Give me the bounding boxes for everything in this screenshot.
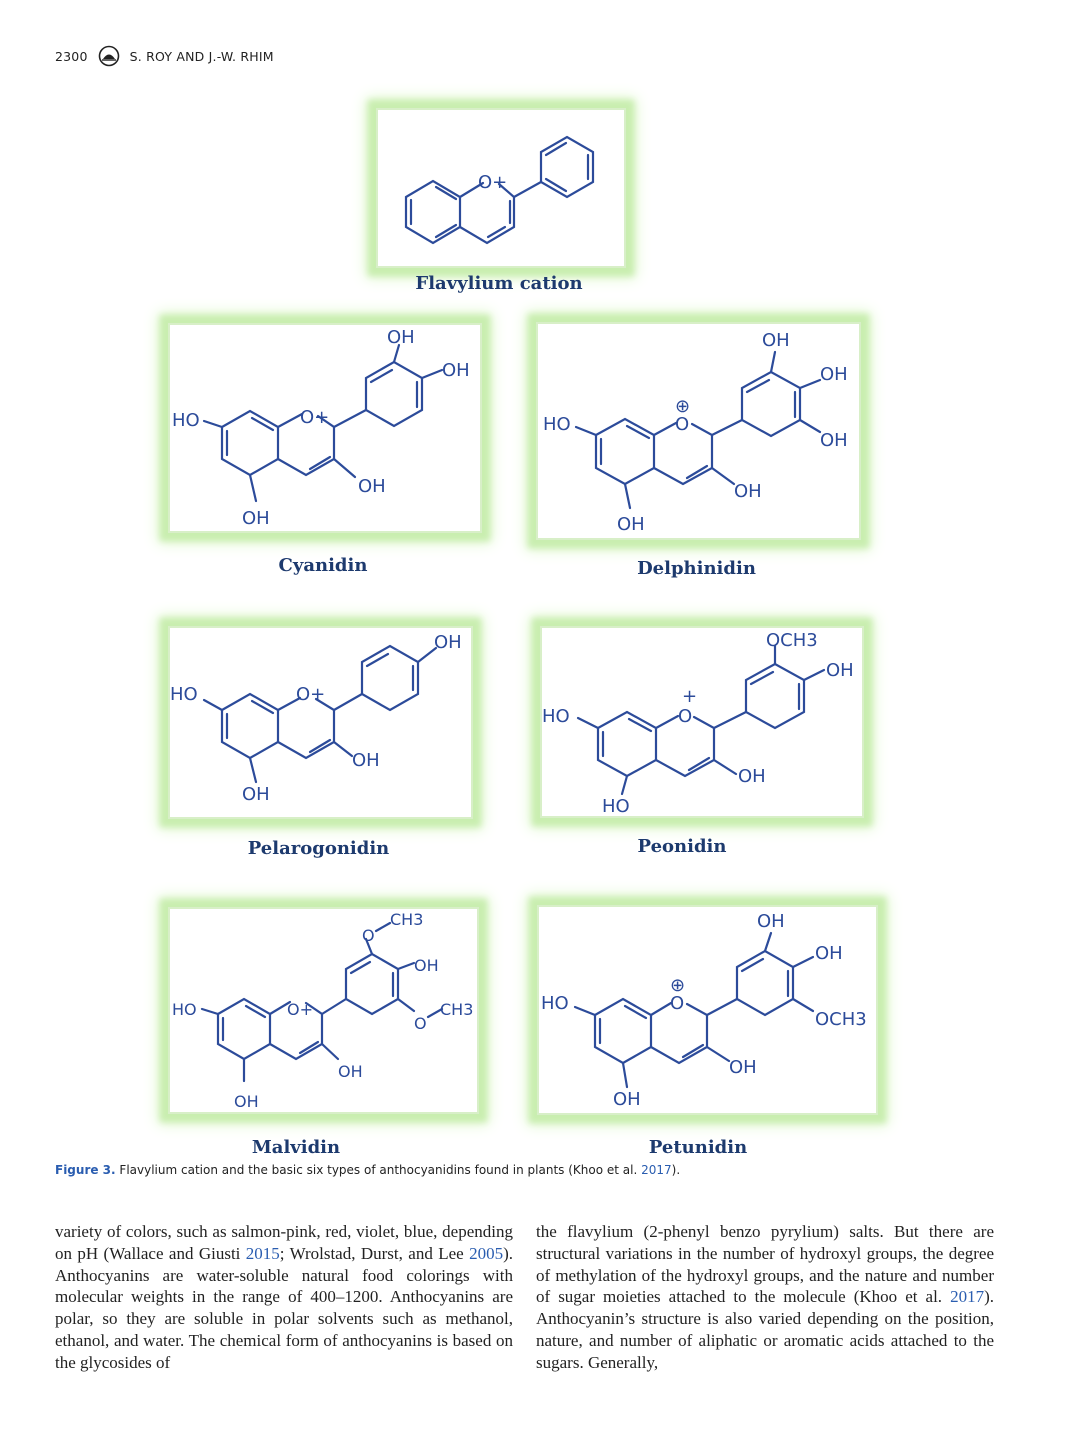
pelarogonidin-panel: HO OH OH OH O+ bbox=[168, 626, 473, 819]
publisher-logo-icon bbox=[98, 45, 119, 67]
petunidin-panel: HO OH OH OCH3 OH OH O ⊕ bbox=[537, 905, 878, 1115]
petunidin-structure: HO OH OH OCH3 OH OH O ⊕ bbox=[541, 911, 867, 1110]
delphinidin-oh-mid-label: OH bbox=[820, 364, 848, 385]
figure-caption-cite-year[interactable]: 2017 bbox=[641, 1163, 672, 1177]
malvidin-o-label: O+ bbox=[287, 1000, 313, 1019]
malvidin-panel: HO CH3 O OH O CH3 OH OH O+ bbox=[168, 907, 479, 1114]
body-paragraph-left: variety of colors, such as salmon-pink, … bbox=[55, 1221, 513, 1374]
delphinidin-oh-low-label: OH bbox=[820, 430, 848, 451]
pelarogonidin-oh-5-label: OH bbox=[242, 784, 270, 805]
running-head: 2300 S. ROY AND J.-W. RHIM bbox=[55, 45, 274, 67]
petunidin-och3-label: OCH3 bbox=[815, 1009, 867, 1030]
cyanidin-label: Cyanidin bbox=[278, 555, 368, 576]
peonidin-ho-5-label: HO bbox=[602, 796, 630, 817]
body-text: ). Anthocyanin’s structure is also varie… bbox=[536, 1287, 994, 1372]
citation-link[interactable]: 2005 bbox=[469, 1243, 504, 1263]
citation-link[interactable]: 2015 bbox=[245, 1243, 280, 1263]
cyanidin-o-label: O+ bbox=[300, 407, 329, 428]
petunidin-oh-3-label: OH bbox=[729, 1057, 757, 1078]
figure-caption-text: Flavylium cation and the basic six types… bbox=[119, 1163, 573, 1177]
delphinidin-structure: HO OH OH OH OH OH O ⊕ bbox=[543, 330, 848, 535]
peonidin-oh-right-label: OH bbox=[826, 660, 854, 681]
body-text: the flavylium (2-phenyl benzo pyrylium) … bbox=[536, 1222, 994, 1307]
flavylium-o-label: O+ bbox=[478, 172, 507, 193]
delphinidin-label: Delphinidin bbox=[637, 558, 756, 579]
body-paragraph-right: the flavylium (2-phenyl benzo pyrylium) … bbox=[536, 1221, 994, 1374]
petunidin-oh-mid-label: OH bbox=[815, 943, 843, 964]
cyanidin-panel: HO OH OH OH OH O+ bbox=[168, 323, 482, 533]
malvidin-structure: HO CH3 O OH O CH3 OH OH O+ bbox=[172, 910, 473, 1111]
pelarogonidin-ho-label: HO bbox=[170, 684, 198, 705]
running-head-authors: S. ROY AND J.-W. RHIM bbox=[129, 48, 274, 64]
cyanidin-oh-top-label: OH bbox=[387, 327, 415, 348]
petunidin-o-label: O bbox=[670, 993, 684, 1014]
petunidin-charge-label: ⊕ bbox=[670, 975, 685, 996]
petunidin-oh-top-label: OH bbox=[757, 911, 785, 932]
malvidin-ch3-top-label: CH3 bbox=[390, 910, 423, 929]
delphinidin-charge-label: ⊕ bbox=[675, 396, 690, 417]
body-text: variety of colors, such as salmon-pink, … bbox=[55, 1222, 513, 1263]
malvidin-label: Malvidin bbox=[251, 1137, 341, 1158]
malvidin-oh-5-label: OH bbox=[234, 1092, 259, 1111]
delphinidin-ho-label: HO bbox=[543, 414, 571, 435]
peonidin-ho-label: HO bbox=[542, 706, 570, 727]
petunidin-ho-label: HO bbox=[541, 993, 569, 1014]
figure-caption: Figure 3. Flavylium cation and the basic… bbox=[55, 1163, 1035, 1177]
malvidin-o-low-label: O bbox=[414, 1014, 427, 1033]
delphinidin-oh-top-label: OH bbox=[762, 330, 790, 351]
cyanidin-oh-5-label: OH bbox=[242, 508, 270, 529]
malvidin-oh-3-label: OH bbox=[338, 1062, 363, 1081]
peonidin-oh-3-label: OH bbox=[738, 766, 766, 787]
flavylium-structure: O+ bbox=[404, 135, 595, 245]
petunidin-label: Petunidin bbox=[648, 1137, 748, 1158]
body-text: ; Wrolstad, Durst, and Lee bbox=[279, 1243, 470, 1263]
figure-caption-end: ). bbox=[671, 1163, 681, 1177]
body-column-right: the flavylium (2-phenyl benzo pyrylium) … bbox=[536, 1221, 994, 1374]
petunidin-oh-5-label: OH bbox=[613, 1089, 641, 1110]
cyanidin-oh-3-label: OH bbox=[358, 476, 386, 497]
flavylium-panel: O+ bbox=[376, 108, 626, 268]
malvidin-o-top-label: O bbox=[362, 926, 375, 945]
peonidin-charge-label: + bbox=[682, 686, 697, 707]
pelarogonidin-structure: HO OH OH OH O+ bbox=[170, 632, 462, 805]
flavylium-label: Flavylium cation bbox=[415, 273, 583, 294]
page-number: 2300 bbox=[55, 48, 88, 64]
malvidin-ho-label: HO bbox=[172, 1000, 197, 1019]
delphinidin-panel: HO OH OH OH OH OH O ⊕ bbox=[536, 322, 861, 540]
figure-caption-label: Figure 3. bbox=[55, 1163, 116, 1177]
cyanidin-oh-right-label: OH bbox=[442, 360, 470, 381]
pelarogonidin-oh-3-label: OH bbox=[352, 750, 380, 771]
peonidin-och3-label: OCH3 bbox=[766, 630, 818, 651]
peonidin-structure: HO OCH3 OH OH HO O + bbox=[542, 630, 854, 817]
figure-caption-cite-author: Khoo et al. bbox=[572, 1163, 642, 1177]
malvidin-oh-4-label: OH bbox=[414, 956, 439, 975]
body-column-left: variety of colors, such as salmon-pink, … bbox=[55, 1221, 513, 1374]
body-text: ). Anthocyanins are water-soluble natura… bbox=[55, 1243, 513, 1372]
malvidin-ch3-low-label: CH3 bbox=[440, 1000, 473, 1019]
delphinidin-oh-3-label: OH bbox=[734, 481, 762, 502]
peonidin-label: Peonidin bbox=[637, 836, 727, 857]
cyanidin-ho-label: HO bbox=[172, 410, 200, 431]
peonidin-panel: HO OCH3 OH OH HO O + bbox=[540, 626, 864, 818]
peonidin-o-label: O bbox=[678, 706, 692, 727]
delphinidin-o-label: O bbox=[675, 414, 689, 435]
delphinidin-oh-5-label: OH bbox=[617, 514, 645, 535]
pelarogonidin-oh-para-label: OH bbox=[434, 632, 462, 653]
pelarogonidin-label: Pelarogonidin bbox=[247, 838, 390, 859]
cyanidin-structure: HO OH OH OH OH O+ bbox=[172, 327, 470, 529]
citation-link[interactable]: 2017 bbox=[950, 1287, 985, 1307]
pelarogonidin-o-label: O+ bbox=[296, 684, 325, 705]
